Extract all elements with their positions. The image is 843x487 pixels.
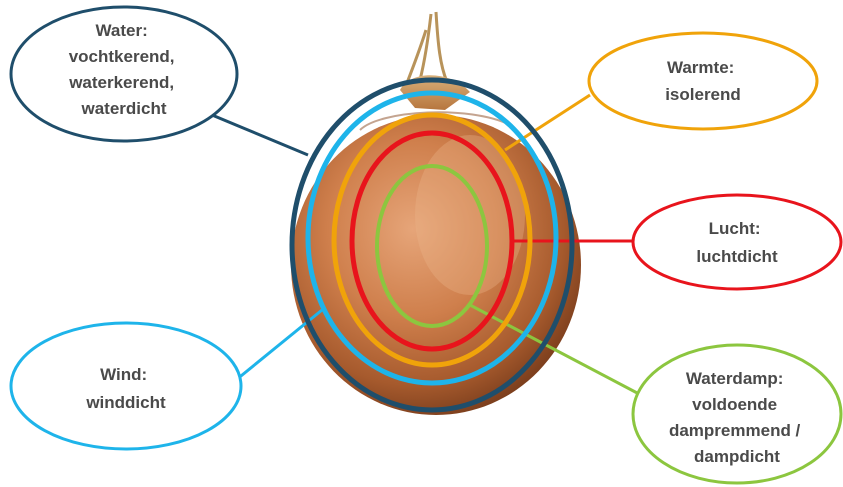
water-line-1: vochtkerend,: [69, 47, 175, 66]
waterdamp-line-1: voldoende: [692, 395, 777, 414]
warmte-line-1: isolerend: [665, 85, 741, 104]
water-connector: [200, 110, 308, 155]
water-line-2: waterkerend,: [68, 73, 174, 92]
warmte-callout: Warmte: isolerend: [589, 33, 817, 129]
waterdamp-line-3: dampdicht: [694, 447, 780, 466]
water-callout: Water: vochtkerend, waterkerend, waterdi…: [11, 7, 237, 141]
wind-callout: Wind: winddicht: [11, 323, 241, 449]
waterdamp-callout: Waterdamp: voldoende dampremmend / dampd…: [633, 345, 841, 483]
warmte-title: Warmte:: [667, 58, 734, 77]
water-line-3: waterdicht: [80, 99, 166, 118]
wind-title: Wind:: [100, 365, 147, 384]
wind-line-1: winddicht: [85, 393, 166, 412]
waterdamp-line-2: dampremmend /: [669, 421, 801, 440]
waterdamp-title: Waterdamp:: [686, 369, 784, 388]
lucht-line-1: luchtdicht: [696, 247, 778, 266]
warmte-connector: [505, 95, 590, 150]
lucht-title: Lucht:: [709, 219, 761, 238]
lucht-callout: Lucht: luchtdicht: [633, 195, 841, 289]
water-title: Water:: [96, 21, 148, 40]
